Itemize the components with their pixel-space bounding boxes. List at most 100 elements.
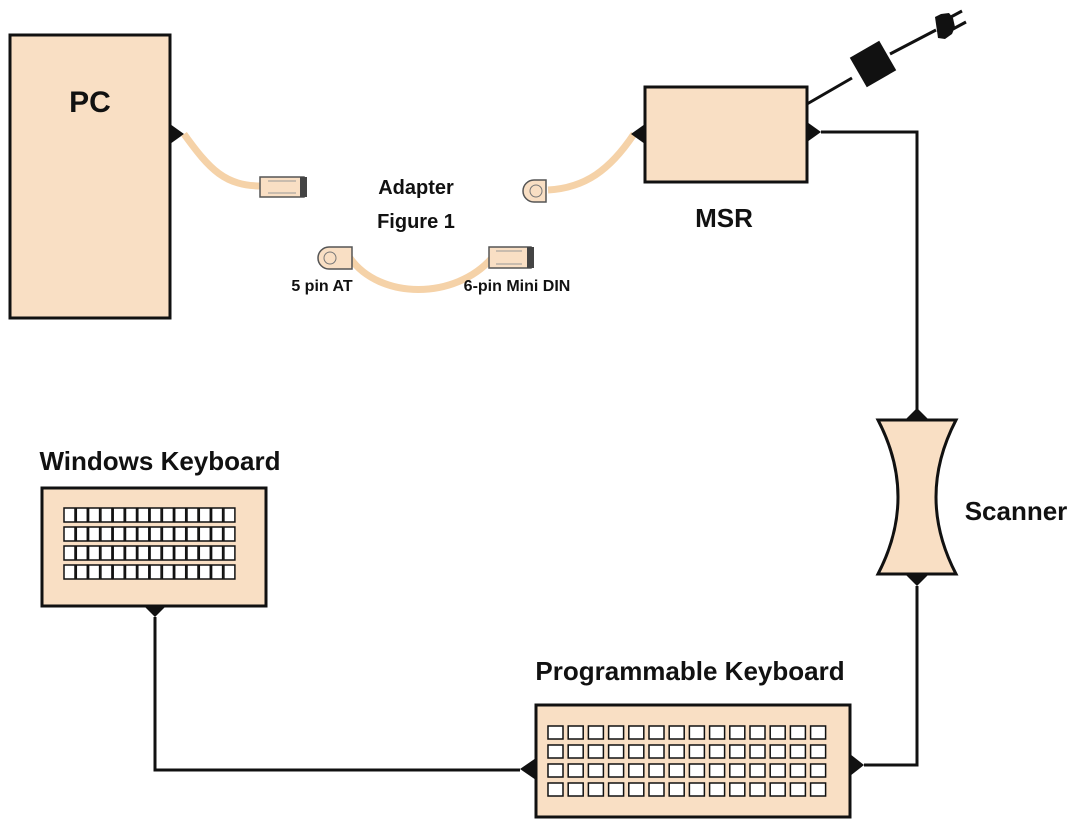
- key: [210, 545, 224, 561]
- key: [587, 725, 605, 740]
- key: [567, 782, 584, 797]
- programmable-keyboard-keys: [547, 725, 827, 797]
- windows-keyboard-line: [153, 617, 520, 772]
- pc-label: PC: [69, 86, 111, 119]
- key: [210, 564, 224, 580]
- key: [198, 564, 212, 580]
- msr-label: MSR: [695, 203, 753, 233]
- key: [789, 763, 807, 778]
- key: [668, 763, 685, 778]
- key: [112, 564, 125, 580]
- key: [809, 744, 827, 759]
- power-adapter-icon: [849, 40, 897, 88]
- key: [223, 507, 236, 523]
- adapter-plug-left: [259, 176, 307, 198]
- key: [789, 782, 807, 797]
- key: [100, 564, 113, 580]
- key: [547, 744, 564, 759]
- five-pin-plug: [317, 246, 353, 270]
- msr-port-left: [631, 124, 645, 144]
- key: [186, 564, 199, 580]
- key: [648, 763, 665, 778]
- figure-label: Figure 1: [377, 211, 455, 233]
- key: [708, 725, 726, 740]
- key: [749, 725, 766, 740]
- key: [749, 782, 766, 797]
- key: [124, 507, 138, 523]
- key: [567, 744, 584, 759]
- key: [173, 545, 187, 561]
- key: [607, 782, 625, 797]
- scanner-port-top: [905, 408, 929, 420]
- key: [63, 507, 76, 523]
- key: [547, 763, 564, 778]
- key: [567, 763, 584, 778]
- key: [587, 744, 605, 759]
- key: [137, 507, 150, 523]
- key: [75, 507, 89, 523]
- msr-port-right: [807, 122, 821, 142]
- key: [729, 782, 746, 797]
- key: [161, 507, 175, 523]
- key: [137, 526, 150, 542]
- key: [688, 725, 706, 740]
- key: [210, 526, 224, 542]
- key: [100, 507, 113, 523]
- key: [100, 545, 113, 561]
- key: [112, 507, 125, 523]
- adapter-plug-right: [522, 179, 547, 203]
- key: [75, 545, 89, 561]
- key: [729, 725, 746, 740]
- key: [587, 763, 605, 778]
- msr-cable: [547, 132, 637, 194]
- key: [173, 507, 187, 523]
- power-plug-icon: [935, 9, 967, 39]
- key: [63, 564, 76, 580]
- key: [149, 507, 162, 523]
- key: [223, 526, 236, 542]
- five-pin-label: 5 pin AT: [291, 278, 353, 295]
- key: [607, 725, 625, 740]
- scanner-label: Scanner: [965, 496, 1068, 526]
- key: [161, 564, 175, 580]
- key: [769, 725, 786, 740]
- key: [112, 545, 125, 561]
- key: [708, 763, 726, 778]
- key: [729, 763, 746, 778]
- key: [186, 507, 199, 523]
- mini-din-plug: [488, 246, 534, 269]
- key: [587, 782, 605, 797]
- mini-din-label: 6-pin Mini DIN: [464, 278, 571, 295]
- programmable-keyboard-box: [534, 703, 852, 819]
- key: [567, 725, 584, 740]
- key: [547, 782, 564, 797]
- key: [100, 526, 113, 542]
- key: [789, 744, 807, 759]
- key: [137, 564, 150, 580]
- key: [648, 725, 665, 740]
- key: [668, 744, 685, 759]
- key: [124, 545, 138, 561]
- key: [628, 725, 645, 740]
- programmable-keyboard-port-right: [850, 754, 864, 776]
- key: [628, 763, 645, 778]
- key: [124, 564, 138, 580]
- adapter-label: Adapter: [378, 177, 454, 199]
- power-cord-upper: [889, 28, 937, 56]
- key: [688, 744, 706, 759]
- key: [223, 564, 236, 580]
- key: [186, 545, 199, 561]
- key: [648, 744, 665, 759]
- msr-box: [643, 85, 809, 184]
- key: [63, 526, 76, 542]
- key: [769, 744, 786, 759]
- key: [809, 725, 827, 740]
- key: [749, 763, 766, 778]
- key: [607, 763, 625, 778]
- adapter-cable: [347, 255, 495, 293]
- key: [161, 526, 175, 542]
- key: [173, 526, 187, 542]
- key: [769, 782, 786, 797]
- pc-box: [8, 33, 172, 320]
